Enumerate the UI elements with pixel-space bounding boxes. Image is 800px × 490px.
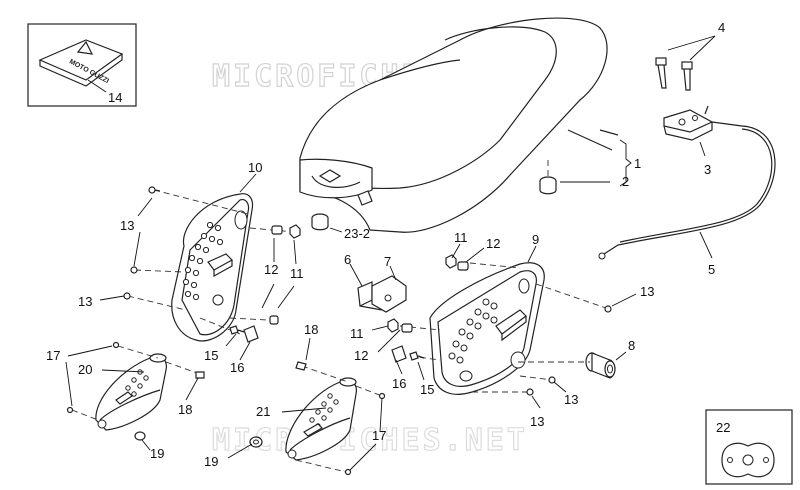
label-10: 10: [248, 160, 262, 175]
label-20: 20: [78, 362, 92, 377]
lower-cover-part-20: [95, 353, 167, 431]
hardware: [66, 186, 612, 476]
label-18-left: 18: [178, 402, 192, 417]
label-7: 7: [384, 254, 391, 269]
label-23-2: 23-2: [344, 226, 370, 241]
buffer-part-2: [539, 160, 610, 195]
label-14: 14: [108, 90, 122, 105]
label-2: 2: [622, 174, 629, 189]
label-3: 3: [704, 162, 711, 177]
label-16-right: 16: [392, 376, 406, 391]
label-12-right: 12: [486, 236, 500, 251]
label-6: 6: [344, 252, 351, 267]
buffer-part-23-2: [311, 213, 343, 233]
label-22: 22: [716, 420, 730, 435]
bracket-part-6: [349, 263, 383, 311]
left-panel-holes: [182, 221, 224, 301]
label-18-right: 18: [304, 322, 318, 337]
part-labels: 1 2 3 4 5 6 7 8 9 10 11 11 11 12 12 12 1…: [46, 20, 730, 469]
cable-part-5: [598, 125, 776, 260]
seat-part-1: [299, 17, 632, 233]
label-4: 4: [718, 20, 725, 35]
label-12-center: 12: [354, 348, 368, 363]
label-17-left: 17: [46, 348, 60, 363]
right-panel-holes: [448, 298, 498, 364]
label-17-right: 17: [372, 428, 386, 443]
lower-cover-part-21: [285, 377, 357, 461]
leader-lines: [65, 197, 637, 471]
label-21: 21: [256, 404, 270, 419]
label-9: 9: [532, 232, 539, 247]
decal-part-14: MOTO GUZZI: [27, 23, 137, 107]
label-1: 1: [634, 156, 641, 171]
watermark-bottom: MICROFICHES.NET: [212, 423, 528, 458]
label-5: 5: [708, 262, 715, 277]
right-side-panel-part-9: [429, 245, 545, 395]
label-13-bottom-right: 13: [564, 392, 578, 407]
gasket-inset-part-22: [705, 409, 793, 485]
lock-part-3: [663, 105, 743, 157]
label-12-left: 12: [264, 262, 278, 277]
label-11-right: 11: [454, 230, 468, 245]
label-13-top-left: 13: [120, 218, 134, 233]
bracket-part-7: [371, 265, 407, 313]
screws-part-4: [655, 35, 716, 91]
label-19-right: 19: [204, 454, 218, 469]
label-19-left: 19: [150, 446, 164, 461]
label-8: 8: [628, 338, 635, 353]
label-16-left: 16: [230, 360, 244, 375]
label-13-right: 13: [640, 284, 654, 299]
label-13-bottom: 13: [530, 414, 544, 429]
lock-barrel-part-8: [585, 351, 627, 379]
label-13-mid-left: 13: [78, 294, 92, 309]
label-11-center: 11: [350, 326, 364, 341]
label-15-left: 15: [204, 348, 218, 363]
label-15-right: 15: [420, 382, 434, 397]
label-11-left: 11: [290, 266, 304, 281]
left-side-panel-part-10: [171, 173, 257, 342]
